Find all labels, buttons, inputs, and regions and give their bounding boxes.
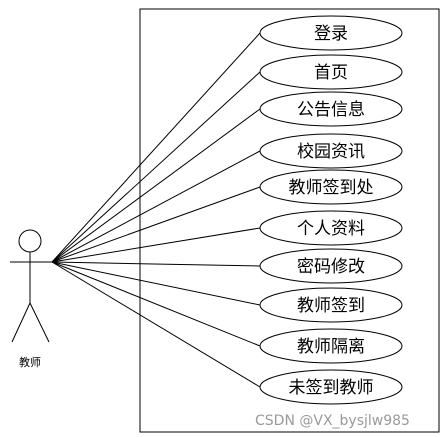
use-case: 密码修改: [259, 248, 403, 284]
use-case: 教师签到: [259, 287, 403, 323]
use-case-ellipse: [259, 54, 403, 90]
association-line: [51, 261, 261, 388]
use-case-label: 未签到教师: [289, 378, 374, 398]
actor-head: [18, 229, 42, 253]
actor-teacher: 教师: [10, 229, 52, 369]
use-case-ellipse: [259, 15, 403, 51]
use-case-ellipse: [259, 328, 403, 364]
use-case-ellipse: [259, 248, 403, 284]
association-line: [51, 261, 261, 347]
association-line: [51, 227, 261, 263]
association-lines: [51, 32, 261, 388]
use-case: 首页: [259, 54, 403, 90]
association-line: [51, 108, 261, 263]
use-case-label: 教师签到: [297, 296, 365, 316]
use-case-label: 首页: [314, 63, 348, 83]
use-case-label: 登录: [314, 24, 348, 44]
system-boundary: [139, 8, 440, 433]
use-case-ellipse: [259, 91, 403, 127]
actor-right-leg: [29, 302, 50, 343]
association-line: [51, 261, 261, 267]
use-case: 登录: [259, 15, 403, 51]
use-case-ellipse: [259, 169, 403, 205]
use-case-label: 公告信息: [297, 100, 365, 120]
association-line: [51, 186, 261, 263]
use-case-label: 个人资料: [297, 219, 365, 239]
use-case-label: 教师隔离: [297, 337, 365, 357]
association-line: [51, 261, 261, 306]
use-case-ellipse: [259, 369, 403, 405]
association-line: [51, 150, 261, 263]
use-case: 未签到教师: [259, 369, 403, 405]
use-case: 教师签到处: [259, 169, 403, 205]
use-case-label: 密码修改: [297, 257, 365, 277]
use-case: 公告信息: [259, 91, 403, 127]
actor-left-leg: [11, 302, 31, 343]
use-case: 校园资讯: [259, 133, 403, 169]
association-line: [51, 32, 261, 263]
use-case-label: 教师签到处: [289, 178, 374, 198]
association-line: [51, 71, 261, 263]
use-case: 教师隔离: [259, 328, 403, 364]
use-case-ellipse: [259, 210, 403, 246]
use-case-label: 校园资讯: [297, 142, 365, 162]
watermark-text: CSDN @VX_bysjlw985: [255, 413, 410, 429]
use-case: 个人资料: [259, 210, 403, 246]
actor-label: 教师: [19, 356, 41, 369]
use-case-ellipse: [259, 133, 403, 169]
use-case-ellipse: [259, 287, 403, 323]
